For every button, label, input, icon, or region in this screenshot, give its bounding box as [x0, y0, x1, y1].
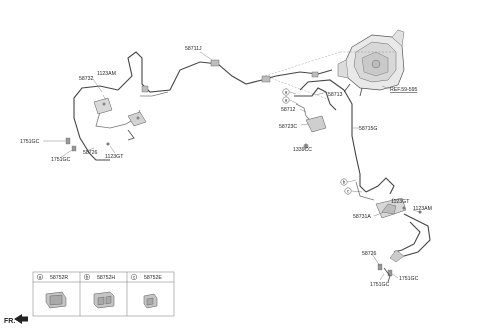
- svg-text:b: b: [86, 275, 89, 280]
- legend-cell-a: a 58752R: [36, 273, 68, 309]
- clip-58752H-drawing: [93, 291, 115, 309]
- label-58715G: 58715G: [359, 126, 377, 132]
- label-58712: 58712: [281, 107, 296, 113]
- pipe-callouts: a a b c: [282, 88, 352, 195]
- label-58731A: 58731A: [353, 214, 371, 220]
- svg-text:c: c: [347, 189, 350, 194]
- label-58713: 58713: [328, 92, 343, 98]
- callout-c: c: [344, 187, 352, 195]
- legend-cell-c: c 58752E: [130, 273, 162, 309]
- leader-lines: [43, 51, 421, 281]
- part-labels: 58711J 58732 1123AM 1751GC 1751GC 58726 …: [20, 46, 432, 288]
- pipe-fittings: [141, 59, 319, 93]
- label-1123GT-right: 1123GT: [391, 199, 410, 205]
- svg-text:c: c: [133, 275, 136, 280]
- label-58726-right: 58726: [362, 251, 377, 257]
- clip-58752E-drawing: [143, 293, 158, 309]
- brake-pipe-58711J: [73, 51, 333, 155]
- svg-text:a: a: [285, 98, 288, 103]
- callout-a-top: a: [282, 88, 290, 96]
- legend-part-a: 58752R: [50, 275, 68, 281]
- label-58732: 58732: [79, 76, 94, 82]
- parts-legend-table: a 58752R b 58752H c 58752E: [32, 271, 175, 317]
- label-1751GC-left-b: 1751GC: [51, 157, 71, 163]
- label-58726-left: 58726: [83, 150, 98, 156]
- svg-text:b: b: [343, 180, 346, 185]
- right-hose-assembly: [375, 197, 431, 283]
- callout-a-middle: a: [282, 96, 290, 104]
- label-1123AM-right: 1123AM: [413, 206, 432, 212]
- label-ref-59-595: REF.59-595: [390, 87, 418, 93]
- middle-branch-pipes: [294, 79, 345, 149]
- label-1751GC-right-a: 1751GC: [370, 282, 390, 288]
- legend-cell-b: b 58752H: [83, 273, 115, 309]
- clip-58752R-drawing: [45, 291, 67, 309]
- label-1751GC-right-b: 1751GC: [399, 276, 419, 282]
- fr-label: FR.: [4, 318, 15, 325]
- left-hose-assembly: [65, 97, 147, 161]
- label-58723C: 58723C: [279, 124, 297, 130]
- label-1123GT-left: 1123GT: [105, 154, 124, 160]
- label-1123AM-left: 1123AM: [97, 71, 116, 77]
- svg-text:a: a: [285, 90, 288, 95]
- front-direction-marker: FR.: [4, 314, 28, 325]
- label-1339CC: 1339CC: [293, 147, 312, 153]
- brake-pipe-58715G: [343, 89, 395, 201]
- front-arrow-icon: [14, 314, 28, 324]
- legend-part-c: 58752E: [144, 275, 162, 281]
- label-1751GC-left-a: 1751GC: [20, 139, 40, 145]
- label-58711J: 58711J: [185, 46, 202, 52]
- svg-text:a: a: [39, 275, 42, 280]
- legend-part-b: 58752H: [97, 275, 115, 281]
- callout-b: b: [340, 178, 348, 186]
